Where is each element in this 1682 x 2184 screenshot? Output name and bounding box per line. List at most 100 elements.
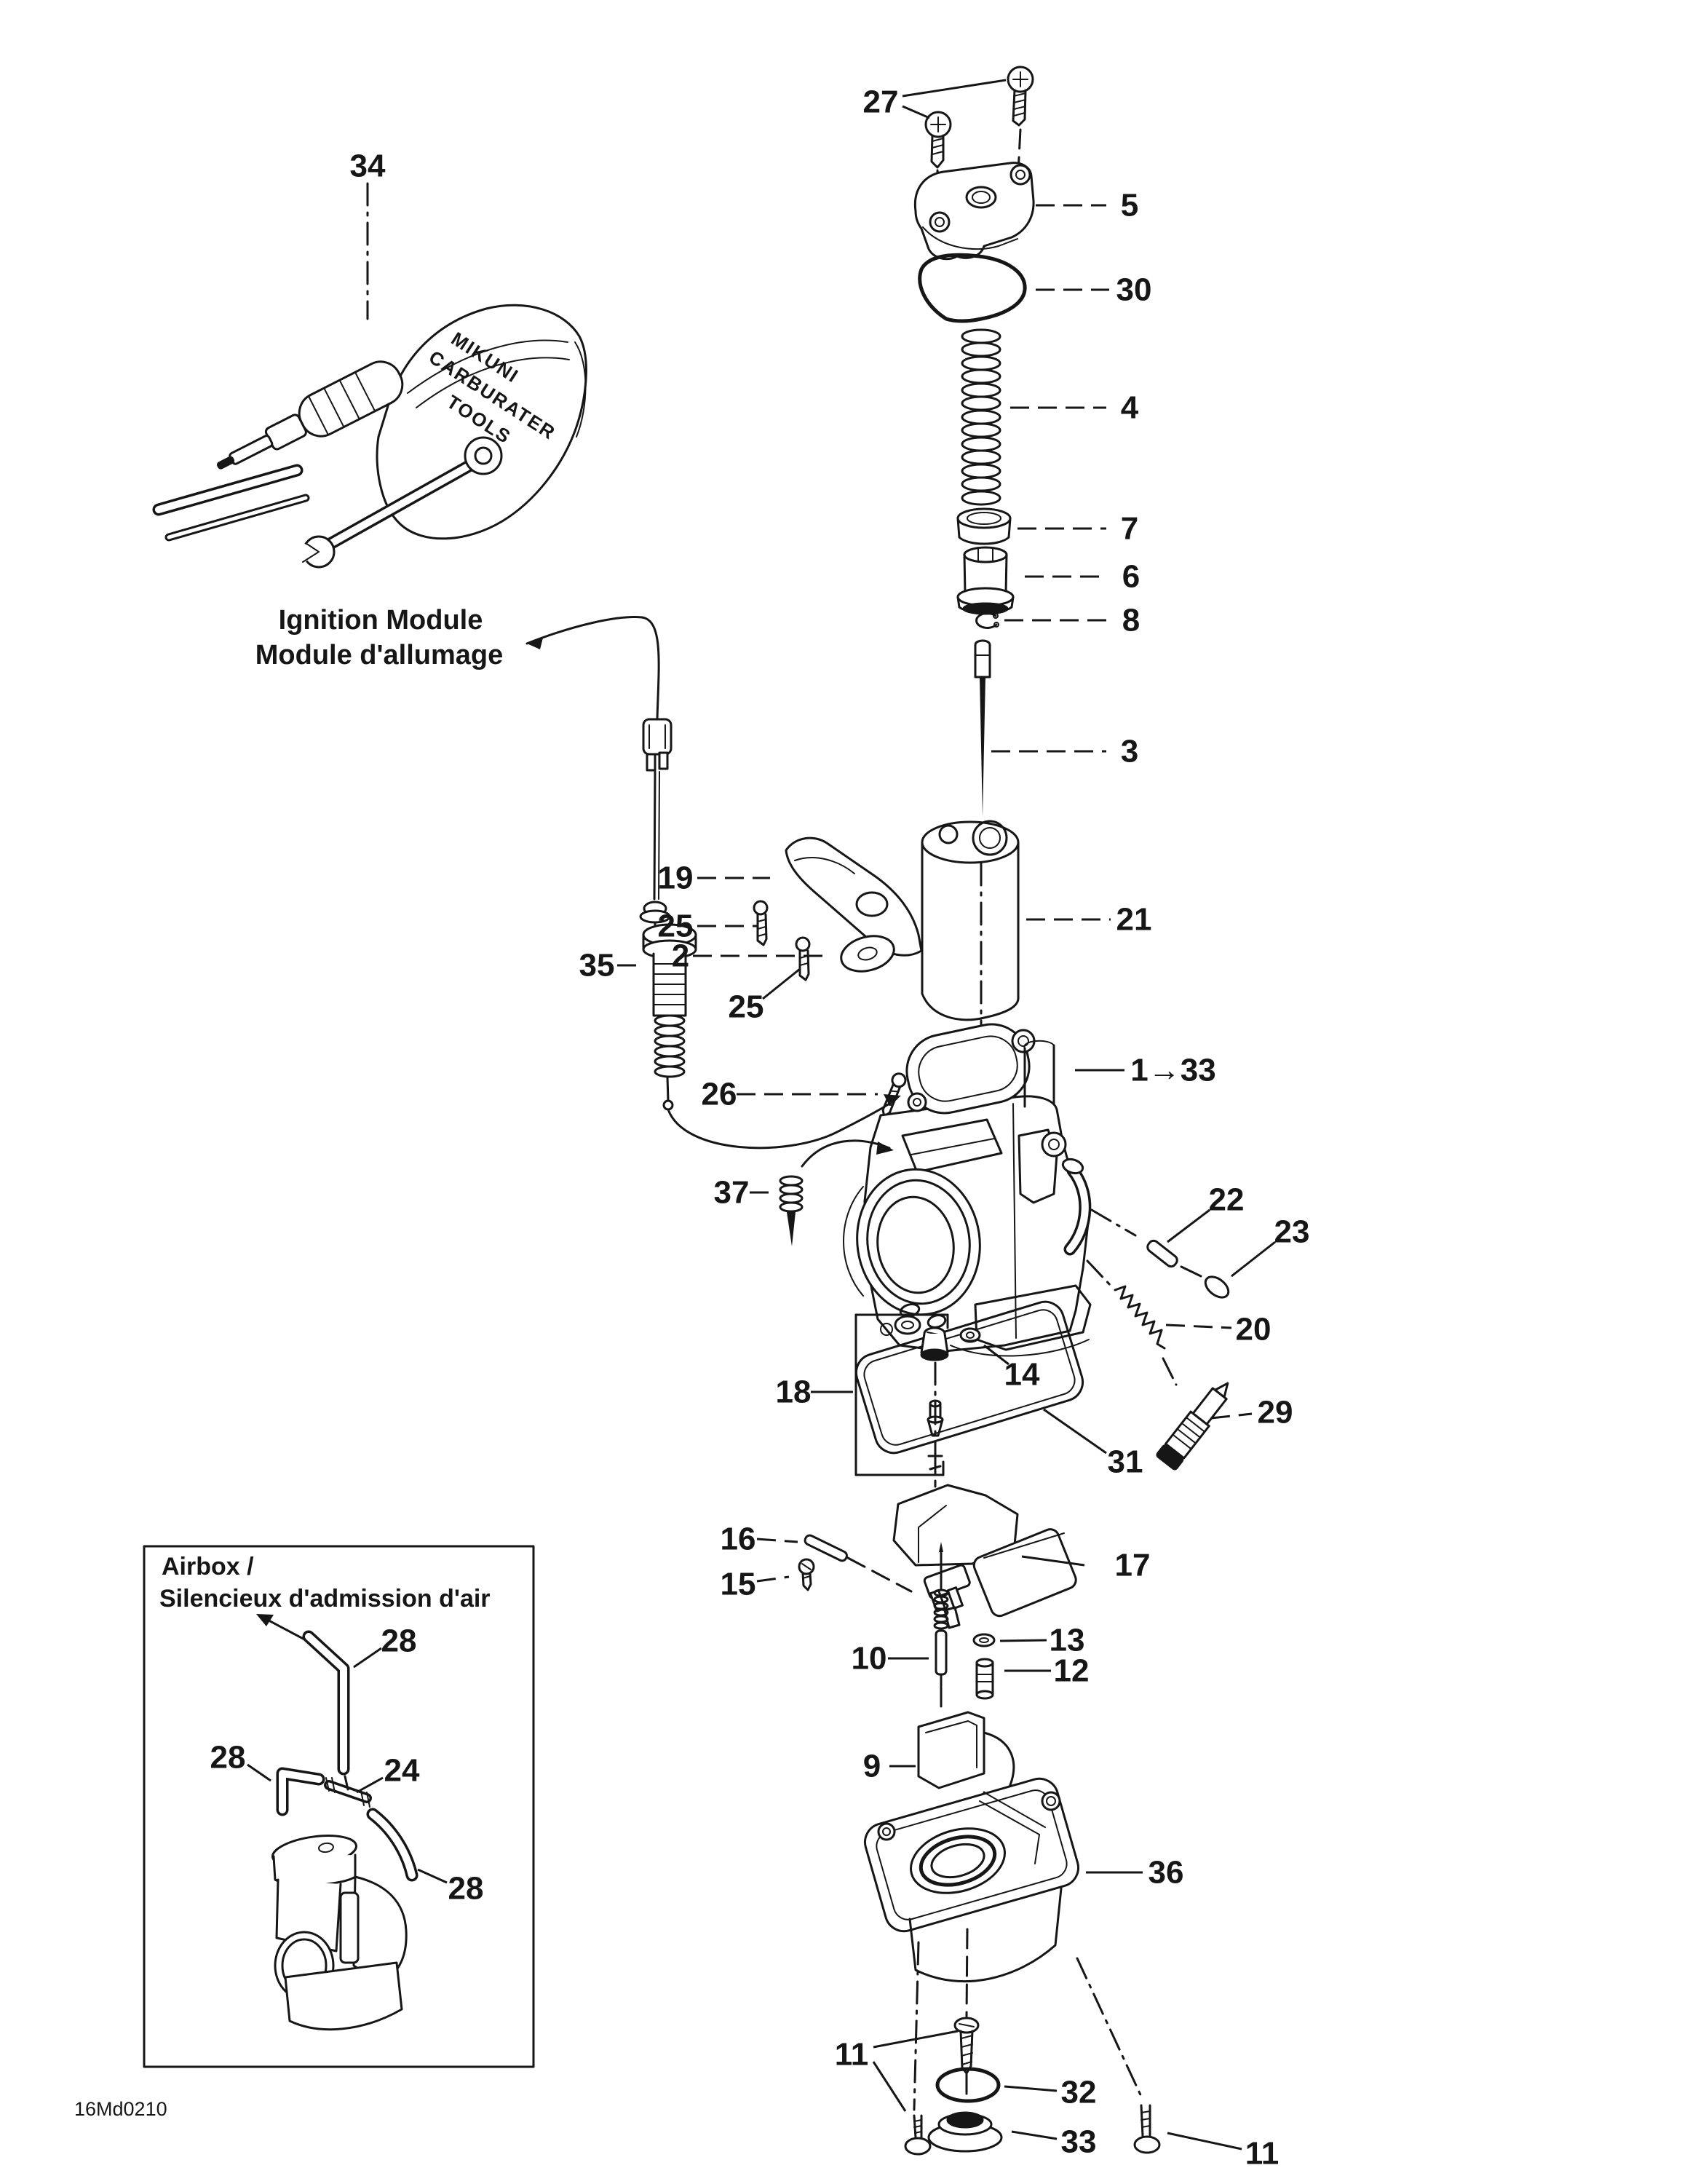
spring-seat-drawing bbox=[956, 507, 1012, 545]
screw-right bbox=[1007, 66, 1034, 127]
lever-screw-b bbox=[795, 936, 811, 981]
bracket-18 bbox=[854, 1313, 949, 1476]
leader-20 bbox=[1165, 1324, 1232, 1329]
leader-22 bbox=[1167, 1208, 1210, 1243]
callout-31: 31 bbox=[1108, 1444, 1143, 1480]
callout-15: 15 bbox=[721, 1567, 756, 1602]
tool-rods-drawing bbox=[152, 464, 310, 542]
washer-drawing bbox=[840, 935, 895, 973]
callout-30: 30 bbox=[1116, 272, 1152, 308]
adjuster-screw-drawing bbox=[1156, 1382, 1229, 1471]
callout-11a: 11 bbox=[835, 2037, 869, 2073]
bowl-gasket-drawing bbox=[854, 1300, 1084, 1455]
throttle-slide-drawing bbox=[921, 820, 1020, 1050]
carb-body-drawing bbox=[843, 1023, 1092, 1357]
leader-13 bbox=[999, 1639, 1047, 1642]
callout-27: 27 bbox=[863, 84, 899, 120]
callout-1-33: 1→33 bbox=[1130, 1053, 1215, 1088]
callout-21: 21 bbox=[1116, 902, 1152, 938]
callout-35: 35 bbox=[579, 948, 615, 984]
callout-13: 13 bbox=[1050, 1623, 1085, 1658]
leader-14 bbox=[983, 1344, 1009, 1366]
jet-needle-drawing bbox=[974, 639, 991, 817]
leader-28b bbox=[247, 1763, 271, 1782]
callout-29: 29 bbox=[1258, 1395, 1293, 1431]
pilot-jet-drawing bbox=[881, 1072, 907, 1118]
callout-33: 33 bbox=[1061, 2124, 1097, 2160]
drain-plug-drawing bbox=[927, 2111, 1003, 2153]
valve-seat-drawing bbox=[975, 1658, 994, 1700]
pilot-screw-drawing bbox=[779, 1139, 894, 1246]
airbox-inset bbox=[143, 1545, 535, 2068]
leader-23 bbox=[1231, 1241, 1276, 1278]
callout-7: 7 bbox=[1121, 511, 1138, 547]
callout-24: 24 bbox=[384, 1753, 420, 1789]
callout-9: 9 bbox=[863, 1749, 881, 1784]
leader-31 bbox=[1043, 1408, 1107, 1455]
bowl-screw-right bbox=[1133, 2104, 1161, 2154]
cap-drawing bbox=[1204, 1275, 1230, 1299]
leader-27 bbox=[902, 105, 930, 119]
leader-32 bbox=[1004, 2085, 1058, 2092]
callout-20: 20 bbox=[1236, 1312, 1272, 1348]
wrench-drawing bbox=[298, 436, 503, 569]
callout-12: 12 bbox=[1054, 1653, 1090, 1689]
leader-11a bbox=[872, 2061, 907, 2112]
leader-16 bbox=[756, 1538, 798, 1543]
callout-17: 17 bbox=[1115, 1548, 1151, 1583]
main-jet-drawing bbox=[920, 1326, 949, 1361]
callout-18: 18 bbox=[776, 1374, 812, 1410]
float-pin-drawing bbox=[804, 1534, 848, 1562]
airbox-label-fr: Silencieux d'admission d'air bbox=[159, 1585, 491, 1613]
valve-washer-drawing bbox=[972, 1633, 996, 1647]
tool-kit-drawing: MIKUNI CARBURATER TOOLS bbox=[152, 304, 587, 569]
cable-adjuster-drawing bbox=[956, 546, 1015, 615]
leader-25b bbox=[762, 968, 801, 1000]
ignition-module-label-en: Ignition Module bbox=[279, 605, 483, 636]
callout-19: 19 bbox=[658, 860, 694, 896]
airbox-label-en: Airbox / bbox=[162, 1553, 254, 1580]
callout-34: 34 bbox=[350, 149, 386, 184]
callout-23: 23 bbox=[1274, 1214, 1310, 1250]
starter-spring-drawing bbox=[1114, 1285, 1166, 1350]
callout-16: 16 bbox=[721, 1522, 756, 1557]
leader-28a bbox=[353, 1647, 382, 1669]
leader-15 bbox=[756, 1575, 790, 1583]
callout-11b: 11 bbox=[1245, 2136, 1280, 2172]
leader-11a bbox=[873, 2030, 959, 2049]
clip-drawing bbox=[975, 612, 999, 629]
callout-32: 32 bbox=[1061, 2075, 1097, 2110]
mini-carb-drawing bbox=[271, 1835, 408, 2031]
callout-37: 37 bbox=[714, 1175, 750, 1211]
jet-washer-drawing bbox=[894, 1315, 921, 1335]
callout-14: 14 bbox=[1004, 1357, 1040, 1393]
leader-29 bbox=[1210, 1412, 1253, 1420]
callout-28a: 28 bbox=[381, 1623, 417, 1659]
inlet-needle-drawing bbox=[933, 1542, 949, 1688]
callout-3: 3 bbox=[1121, 734, 1138, 769]
callout-8: 8 bbox=[1122, 603, 1140, 638]
callout-26: 26 bbox=[702, 1077, 737, 1112]
drawing-code: 16Md0210 bbox=[74, 2098, 167, 2120]
o-ring-drawing bbox=[935, 2067, 1001, 2103]
callout-6: 6 bbox=[1122, 559, 1140, 595]
spring-drawing bbox=[961, 328, 1001, 506]
choke-lever-drawing bbox=[785, 836, 923, 957]
bowl-screw-left bbox=[904, 2114, 932, 2156]
tee-fitting-drawing bbox=[324, 1775, 372, 1808]
callout-25b: 25 bbox=[729, 989, 764, 1025]
callout-10: 10 bbox=[852, 1641, 887, 1677]
callout-36: 36 bbox=[1149, 1855, 1184, 1891]
screwdriver-drawing bbox=[216, 360, 404, 470]
leader-28c bbox=[417, 1868, 448, 1884]
leader-33 bbox=[1011, 2130, 1058, 2140]
callout-4: 4 bbox=[1121, 390, 1139, 426]
float-drawing bbox=[917, 1711, 1015, 1798]
top-screws-drawing bbox=[924, 66, 1034, 169]
leader-27 bbox=[902, 79, 1007, 98]
callout-5: 5 bbox=[1121, 188, 1138, 223]
jet-nut-drawing bbox=[959, 1327, 981, 1343]
ignition-module-label-fr: Module d'allumage bbox=[255, 640, 504, 670]
